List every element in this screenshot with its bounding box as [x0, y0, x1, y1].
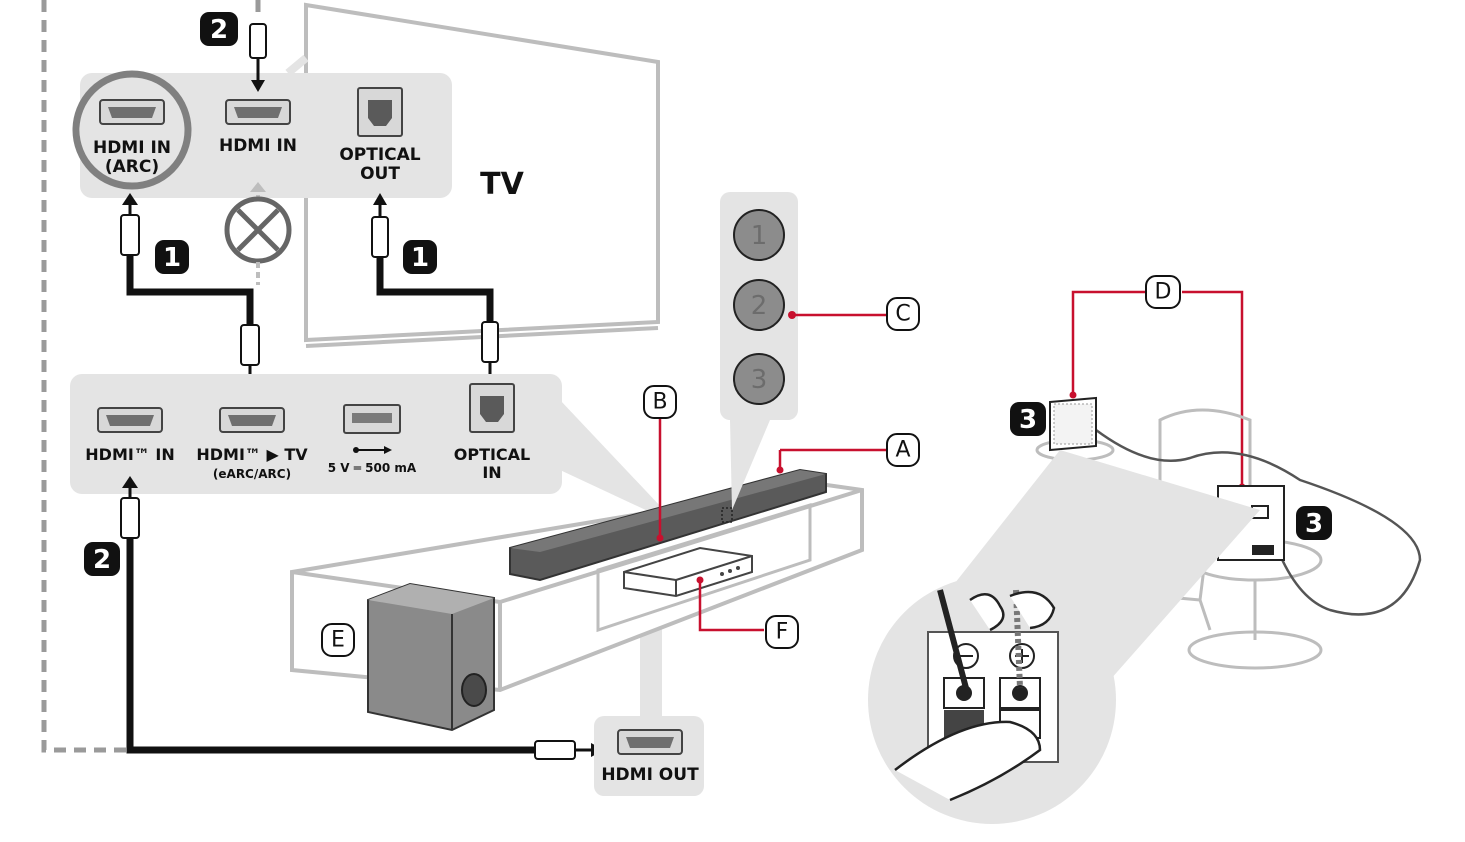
svg-text:3: 3 — [751, 365, 768, 395]
tv-label: TV — [480, 167, 524, 202]
soundbar-hdmi-tv-label: HDMI™ ▶ TV — [196, 445, 308, 464]
svg-text:C: C — [895, 302, 910, 327]
step-2-badge-top: 2 — [200, 12, 238, 46]
optical-out-label-line2: OUT — [360, 164, 400, 184]
svg-text:2: 2 — [210, 15, 228, 45]
soundbar-port-panel: HDMI™ IN HDMI™ ▶ TV (eARC/ARC) 5 V ═ 500… — [70, 374, 662, 512]
svg-text:F: F — [776, 620, 789, 645]
svg-text:B: B — [652, 390, 667, 415]
remote-button-3: 3 — [733, 353, 785, 405]
hdmi-port-icon — [225, 99, 291, 125]
remote-button-2: 2 — [733, 279, 785, 331]
tv-port-panel: HDMI IN (ARC) HDMI IN OPTICAL OUT — [72, 54, 452, 198]
soundbar-hdmi-tv-sublabel: (eARC/ARC) — [213, 467, 291, 481]
svg-text:E: E — [331, 628, 345, 653]
optical-in-label-line2: IN — [482, 463, 501, 482]
svg-text:1: 1 — [411, 243, 429, 273]
svg-text:A: A — [895, 438, 910, 463]
remote-buttons-panel: 1 2 3 — [720, 192, 798, 510]
hdmi-arc-label-line2: (ARC) — [105, 157, 159, 177]
callout-d: D — [1145, 275, 1181, 309]
terminal-zoom-circle — [868, 576, 1116, 824]
svg-text:3: 3 — [1305, 509, 1323, 539]
step-1-badge-right: 1 — [403, 240, 437, 274]
svg-text:D: D — [1155, 280, 1172, 305]
hdmi-out-panel: HDMI OUT — [594, 592, 704, 796]
callout-e: E — [321, 623, 355, 657]
step-1-badge-left: 1 — [155, 240, 189, 274]
svg-text:3: 3 — [1019, 405, 1037, 435]
callout-leaders — [658, 290, 1244, 632]
usb-port-icon — [343, 404, 401, 454]
callout-a: A — [886, 433, 920, 467]
hdmi-out-label: HDMI OUT — [601, 765, 699, 785]
speaker-wire — [1095, 428, 1422, 616]
hdmi-port-icon — [97, 407, 163, 433]
hdmi-port-icon — [99, 99, 165, 125]
rear-speaker-left — [1049, 396, 1097, 452]
step-3-badge-right: 3 — [1296, 506, 1332, 540]
subwoofer — [367, 582, 495, 732]
hdmi-source-cable — [120, 476, 604, 760]
soundbar — [509, 468, 827, 582]
usb-rating-label: 5 V ═ 500 mA — [328, 461, 417, 475]
callout-b: B — [643, 385, 677, 419]
remote-button-1: 1 — [733, 209, 785, 261]
step-2-badge-left: 2 — [84, 542, 120, 576]
optical-out-label-line1: OPTICAL — [339, 145, 420, 165]
not-allowed-icon — [224, 182, 292, 285]
hdmi-port-icon — [617, 729, 683, 755]
callout-c: C — [886, 297, 920, 331]
svg-text:1: 1 — [163, 243, 181, 273]
dashed-alt-connection — [41, 0, 261, 753]
hdmi-port-icon — [219, 407, 285, 433]
svg-text:1: 1 — [751, 221, 768, 251]
svg-text:2: 2 — [93, 545, 111, 575]
hdmi-arc-highlight-ring — [72, 70, 192, 190]
optical-in-label-line1: OPTICAL — [454, 445, 531, 464]
optical-port-icon — [357, 87, 403, 137]
step-3-badge-left: 3 — [1010, 402, 1046, 436]
optical-cable — [371, 193, 499, 388]
optical-port-icon — [469, 383, 515, 433]
hdmi-arc-label-line1: HDMI IN — [93, 138, 171, 158]
cable-plug-icon — [249, 23, 267, 92]
callout-f: F — [765, 615, 799, 649]
soundbar-hdmi-in-label: HDMI™ IN — [85, 445, 174, 464]
set-top-box — [623, 546, 753, 598]
tv-hdmi-in-label: HDMI IN — [219, 136, 297, 156]
svg-text:2: 2 — [751, 291, 768, 321]
